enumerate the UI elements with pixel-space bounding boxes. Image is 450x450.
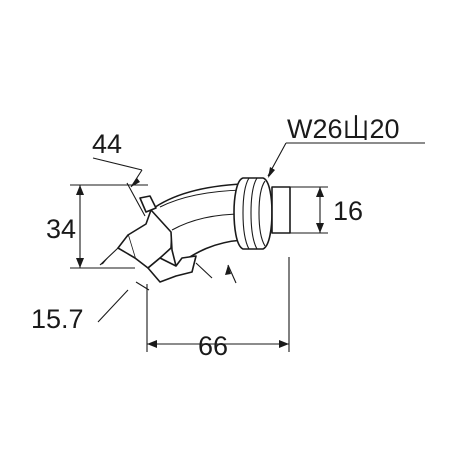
- top-nub: [139, 195, 157, 213]
- thread-callout: W26山20: [267, 114, 425, 178]
- union-nut-rib-1: [242, 177, 250, 250]
- elbow-fitting: [117, 177, 291, 283]
- union-nut-rib-3: [258, 180, 266, 247]
- dimension-16: 16: [290, 186, 363, 234]
- outlet-spigot: [271, 186, 291, 234]
- label-16: 16: [333, 196, 363, 226]
- collar-leader: [195, 262, 237, 284]
- elbow-inner-line: [159, 189, 244, 208]
- label-44: 44: [92, 129, 122, 159]
- label-66: 66: [198, 331, 228, 361]
- dimension-44: 44: [92, 129, 146, 217]
- label-thread-spec: W26山20: [287, 114, 400, 144]
- dimension-66: 66: [146, 257, 290, 361]
- dimension-15-7: 15.7: [31, 247, 150, 334]
- dimension-34: 34: [46, 184, 148, 269]
- lower-collar: [147, 255, 197, 283]
- union-nut-rib-2: [250, 177, 258, 250]
- label-15-7: 15.7: [31, 304, 84, 334]
- label-34: 34: [46, 214, 76, 244]
